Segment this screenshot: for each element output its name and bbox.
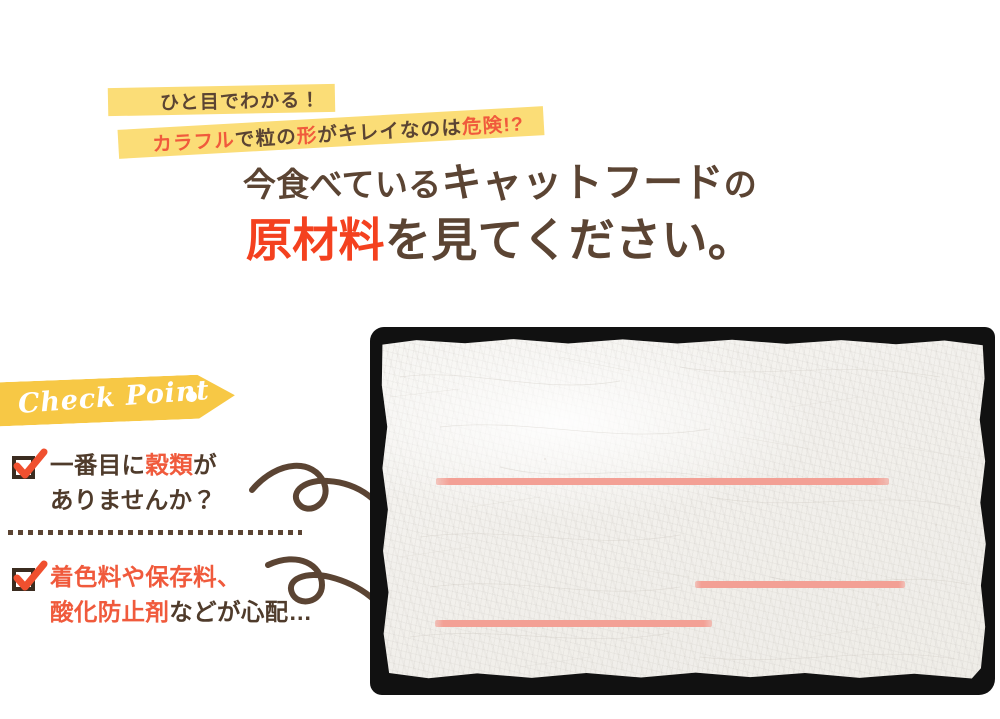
page-title-line-2-rest: を見てください。	[384, 215, 755, 267]
list-divider	[8, 530, 302, 535]
marker-line-2	[695, 581, 905, 588]
washi-paper-card	[370, 327, 1000, 699]
checkbox-checked-icon[interactable]	[12, 448, 48, 482]
banner-danger-seg-2: で粒の	[234, 125, 298, 152]
highlight-banner-group: ひと目でわかる！ カラフルで粒の形がキレイなのは危険!?	[0, 78, 640, 159]
list-item-label: 着色料や保存料、酸化防止剤などが心配…	[50, 560, 312, 631]
checkbox-checked-icon[interactable]	[12, 560, 48, 594]
curved-loop-arrow-icon	[265, 556, 403, 634]
marker-line-3	[435, 620, 712, 627]
banner-danger-seg-5: 危険!?	[461, 113, 525, 139]
list-item[interactable]: 着色料や保存料、酸化防止剤などが心配…	[0, 560, 312, 631]
check-mark-icon	[13, 448, 48, 479]
banner-danger-seg-4: がキレイなのは	[316, 116, 463, 147]
check-grain-l2: ありませんか？	[50, 487, 217, 514]
check-additives-l2-rest: などが心配…	[169, 599, 313, 626]
curved-loop-arrow-icon	[249, 462, 409, 546]
check-additives-keyword: 酸化防止剤	[50, 599, 170, 626]
list-item-label: 一番目に穀類がありませんか？	[50, 448, 217, 519]
check-grain-l1-a: 一番目に	[50, 452, 146, 478]
check-point-list: 一番目に穀類がありませんか？ 着色料や保存料、酸化防止剤などが心配…	[0, 448, 360, 625]
page-title-line-2: 原材料を見てください。	[0, 212, 1000, 270]
check-additives-l1: 着色料や保存料、	[50, 564, 241, 590]
check-grain-keyword: 穀類	[145, 452, 194, 478]
paper-sheet	[381, 339, 986, 679]
banner-danger-seg-3: 形	[296, 124, 319, 148]
banner-glance: ひと目でわかる！	[107, 83, 335, 117]
check-grain-l1-c: が	[193, 452, 217, 478]
page-title-line-1: 今食べているキャットフードの	[0, 158, 1000, 208]
banner-danger-text: カラフルで粒の形がキレイなのは危険!?	[151, 107, 525, 157]
page-title-line-1-post: の	[723, 168, 758, 204]
list-item[interactable]: 一番目に穀類がありませんか？	[0, 448, 360, 519]
page-title: 今食べているキャットフードの 原材料を見てください。	[0, 158, 1000, 270]
page-title-line-1-pre: 今食べている	[242, 168, 442, 204]
page-title-keyword: 原材料	[245, 215, 385, 267]
check-mark-icon	[13, 560, 48, 591]
check-point-ribbon: Check Point	[0, 373, 236, 426]
banner-danger-seg-1: カラフル	[151, 129, 236, 156]
page-title-line-1-main: キャットフード	[441, 160, 724, 205]
banner-glance-text: ひと目でわかる！	[159, 89, 321, 114]
marker-line-1	[436, 478, 889, 485]
